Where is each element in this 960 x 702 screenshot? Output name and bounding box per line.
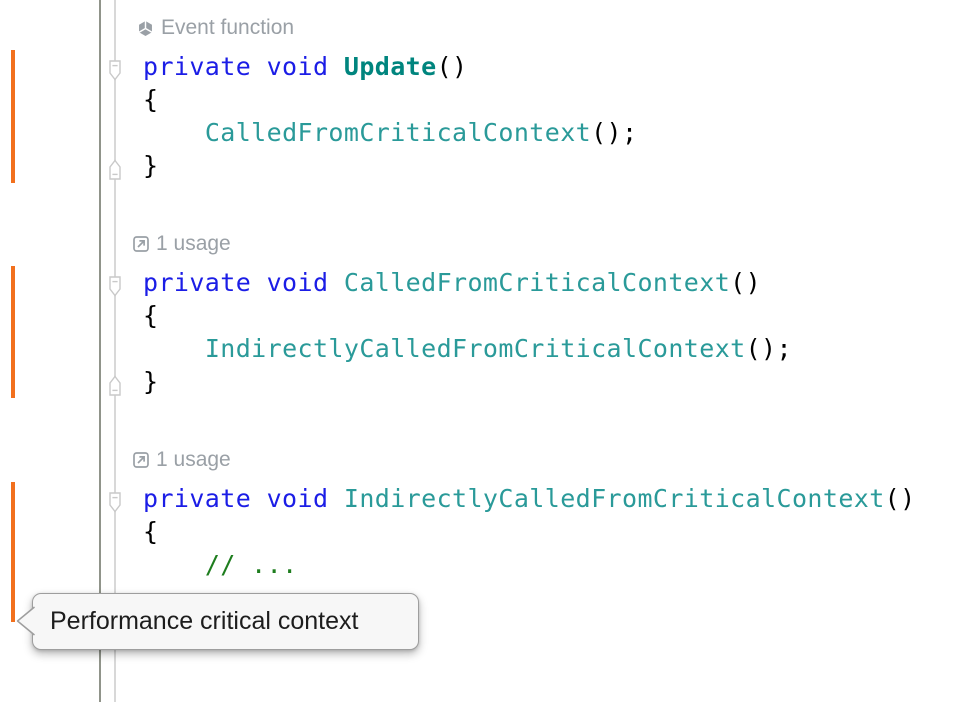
inlay-hint[interactable]: Event function xyxy=(0,6,960,50)
fold-collapse-end-icon[interactable] xyxy=(109,371,121,396)
code-token: CalledFromCriticalContext xyxy=(204,118,592,147)
code-line[interactable]: private void CalledFromCriticalContext() xyxy=(0,266,960,299)
code-token: IndirectlyCalledFromCriticalContext xyxy=(204,334,746,363)
code-line[interactable]: } xyxy=(0,365,960,398)
code-line[interactable]: // ... xyxy=(0,548,960,581)
code-token: Update xyxy=(343,52,437,81)
performance-tooltip: Performance critical context xyxy=(16,593,419,650)
critical-context-marker xyxy=(11,266,15,398)
fold-collapse-end-icon[interactable] xyxy=(109,155,121,180)
unity-icon xyxy=(137,20,154,37)
code-token: (); xyxy=(591,118,638,147)
code-token: } xyxy=(143,367,159,396)
code-token: CalledFromCriticalContext xyxy=(343,268,731,297)
tooltip-text: Performance critical context xyxy=(50,607,359,635)
code-token: { xyxy=(143,517,159,546)
code-line[interactable]: CalledFromCriticalContext(); xyxy=(0,116,960,149)
code-token: () xyxy=(730,268,762,297)
usages-icon xyxy=(133,236,149,252)
code-line[interactable]: private void Update() xyxy=(0,50,960,83)
code-line[interactable]: private void IndirectlyCalledFromCritica… xyxy=(0,482,960,515)
code-token xyxy=(143,118,205,147)
code-token: IndirectlyCalledFromCriticalContext xyxy=(343,484,885,513)
inlay-hint-label: Event function xyxy=(161,16,295,39)
inlay-hint-label: 1 usage xyxy=(156,448,231,471)
code-token: private void xyxy=(143,268,344,297)
code-token: { xyxy=(143,85,159,114)
critical-context-marker xyxy=(11,482,15,622)
code-token: private void xyxy=(143,52,344,81)
code-line[interactable]: { xyxy=(0,515,960,548)
fold-guide-line xyxy=(114,0,116,702)
code-token: } xyxy=(143,151,159,180)
tooltip-arrow-left xyxy=(16,606,35,636)
code-line[interactable]: IndirectlyCalledFromCriticalContext(); xyxy=(0,332,960,365)
code-line[interactable]: { xyxy=(0,83,960,116)
code-token: () xyxy=(436,52,468,81)
inlay-hint[interactable]: 1 usage xyxy=(0,438,960,482)
code-line[interactable]: } xyxy=(0,149,960,182)
usages-icon xyxy=(133,452,149,468)
code-token: private void xyxy=(143,484,344,513)
inlay-hint-label: 1 usage xyxy=(156,232,231,255)
fold-collapse-start-icon[interactable] xyxy=(109,488,121,513)
code-token xyxy=(143,550,205,579)
code-line[interactable]: { xyxy=(0,299,960,332)
code-token xyxy=(143,334,205,363)
code-token: // ... xyxy=(204,550,298,579)
gutter-border-line xyxy=(99,0,101,702)
blank-line xyxy=(0,398,960,438)
code-token: { xyxy=(143,301,159,330)
inlay-hint[interactable]: 1 usage xyxy=(0,222,960,266)
critical-context-marker xyxy=(11,50,15,183)
code-token: () xyxy=(884,484,916,513)
fold-collapse-start-icon[interactable] xyxy=(109,56,121,81)
code-token: (); xyxy=(745,334,792,363)
blank-line xyxy=(0,182,960,222)
fold-collapse-start-icon[interactable] xyxy=(109,272,121,297)
